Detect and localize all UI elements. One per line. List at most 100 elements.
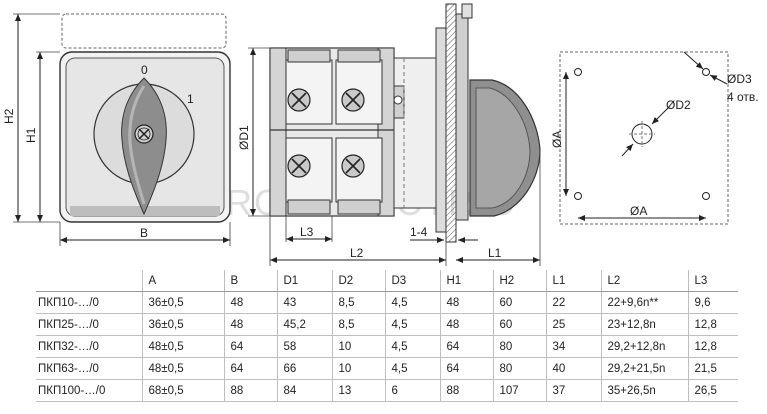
table-cell: 10 <box>331 357 385 380</box>
table-header-cell: L2 <box>600 270 688 292</box>
handle-highlight <box>128 85 146 205</box>
table-cell: 80 <box>492 335 546 358</box>
model-name-cell: ПКП10-…/0 <box>36 291 142 314</box>
table-cell: 48 <box>223 313 277 336</box>
front-view: 0 1 H2 H1 B <box>2 13 231 246</box>
table-cell: 22 <box>545 291 601 314</box>
terminal-screw <box>287 154 311 178</box>
table-cell: 80 <box>492 357 546 380</box>
table-cell: 35+26,5n <box>600 379 688 402</box>
table-cell: 8,5 <box>331 291 385 314</box>
front-dashed-outline <box>61 13 227 49</box>
table-header-cell: L1 <box>545 270 601 292</box>
l1-label: L1 <box>488 246 502 260</box>
table-cell: 48 <box>439 291 493 314</box>
table-header-cell: A <box>141 270 224 292</box>
h1-label: H1 <box>24 127 38 143</box>
a-horizontal-label: ØA <box>630 204 647 218</box>
table-cell: 60 <box>492 313 546 336</box>
mounting-hole <box>574 68 582 76</box>
l2-label: L2 <box>350 246 364 260</box>
table-cell: 8,5 <box>331 313 385 336</box>
panel-thickness-label: 1-4 <box>410 225 428 239</box>
table-header-cell: H1 <box>439 270 493 292</box>
technical-drawing: ROS ELECTRIC 0 1 H2 H1 B <box>2 3 759 266</box>
table-cell: 4,5 <box>384 291 440 314</box>
table-cell: 64 <box>223 357 277 380</box>
table-cell: 48 <box>223 291 277 314</box>
table-cell: 13 <box>331 379 385 402</box>
table-cell: 36±0,5 <box>141 291 224 314</box>
table-cell: 107 <box>492 379 546 402</box>
a-vertical-label: ØA <box>550 131 564 148</box>
table-cell: 48±0,5 <box>141 357 224 380</box>
table-header-cell: D1 <box>276 270 332 292</box>
table-cell: 43 <box>276 291 332 314</box>
table-cell: 12,8 <box>687 335 738 358</box>
terminal-screw <box>287 88 311 112</box>
table-cell: 48±0,5 <box>141 335 224 358</box>
table-cell: 26,5 <box>687 379 738 402</box>
table-cell: 66 <box>276 357 332 380</box>
terminal-screw <box>341 88 365 112</box>
table-cell: 88 <box>439 379 493 402</box>
table-cell: 9,6 <box>687 291 738 314</box>
table-cell: 4,5 <box>384 335 440 358</box>
model-name-cell: ПКП32-…/0 <box>36 335 142 358</box>
table-cell: 64 <box>439 357 493 380</box>
table-cell: 12,8 <box>687 313 738 336</box>
d2-label: ØD2 <box>666 98 691 112</box>
table-header-cell: B <box>223 270 277 292</box>
table-cell: 48 <box>439 313 493 336</box>
table-header-cell <box>36 270 142 292</box>
table-cell: 21,5 <box>687 357 738 380</box>
holes-note: 4 отв. <box>727 90 759 104</box>
table-cell: 37 <box>545 379 601 402</box>
model-name-cell: ПКП100-…/0 <box>36 379 142 402</box>
table-cell: 64 <box>439 335 493 358</box>
model-name-cell: ПКП25-…/0 <box>36 313 142 336</box>
table-cell: 4,5 <box>384 313 440 336</box>
side-view: ØD1 L3 L2 1-4 L1 <box>237 3 541 266</box>
terminal-screw <box>341 154 365 178</box>
table-cell: 84 <box>276 379 332 402</box>
table-cell: 88 <box>223 379 277 402</box>
table-cell: 68±0,5 <box>141 379 224 402</box>
l3-label: L3 <box>300 225 314 239</box>
table-header-cell: H2 <box>492 270 546 292</box>
table-cell: 23+12,8n <box>600 313 688 336</box>
model-name-cell: ПКП63-…/0 <box>36 357 142 380</box>
b-label: B <box>140 226 148 240</box>
d3-label: ØD3 <box>727 72 752 86</box>
table-cell: 34 <box>545 335 601 358</box>
table-cell: 4,5 <box>384 357 440 380</box>
table-cell: 10 <box>331 335 385 358</box>
table-cell: 25 <box>545 313 601 336</box>
position-1-label: 1 <box>187 92 194 106</box>
table-cell: 36±0,5 <box>141 313 224 336</box>
mounting-hole <box>574 192 582 200</box>
table-cell: 58 <box>276 335 332 358</box>
table-cell: 60 <box>492 291 546 314</box>
d1-label: ØD1 <box>237 125 251 150</box>
mounting-hole <box>702 68 710 76</box>
table-cell: 6 <box>384 379 440 402</box>
table-cell: 40 <box>545 357 601 380</box>
table-cell: 45,2 <box>276 313 332 336</box>
mounting-view: ØD3 4 отв. ØD2 ØA ØA <box>550 51 759 225</box>
position-0-label: 0 <box>141 63 148 77</box>
mounting-hole <box>702 192 710 200</box>
table-header-cell: L3 <box>687 270 738 292</box>
table-header-cell: D2 <box>331 270 385 292</box>
mounting-panel <box>445 3 457 243</box>
table-cell: 64 <box>223 335 277 358</box>
h2-label: H2 <box>2 108 16 124</box>
table-cell: 29,2+12,8n <box>600 335 688 358</box>
